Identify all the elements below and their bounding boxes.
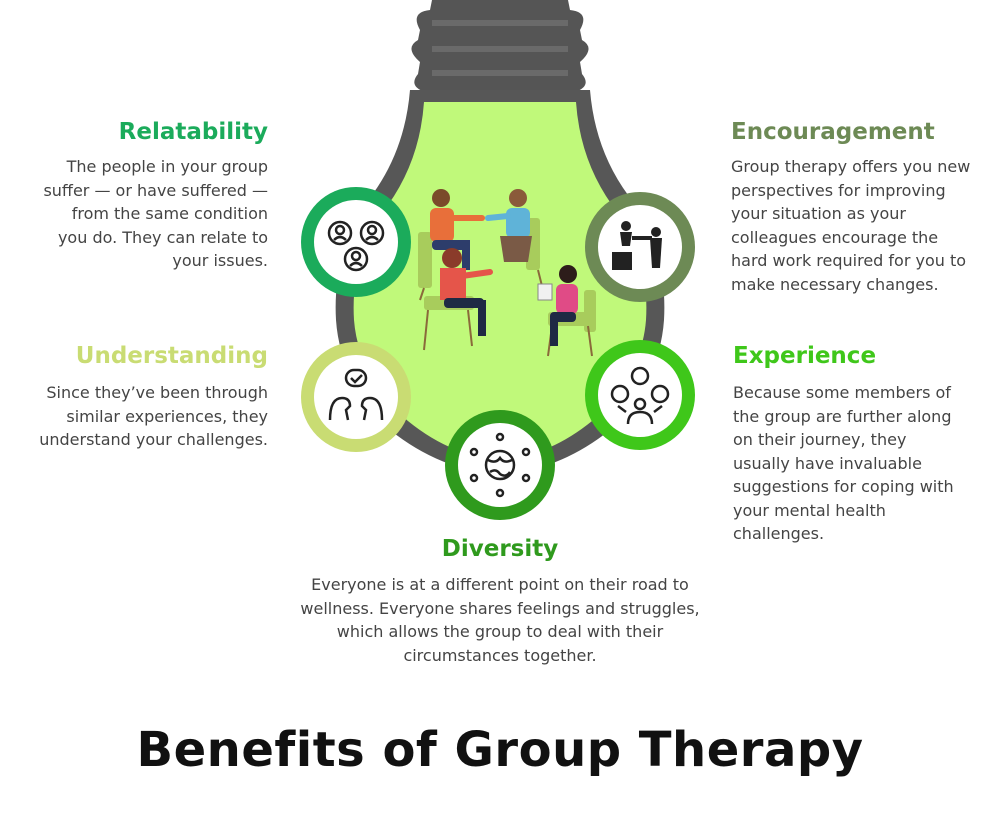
group-therapy-people-illustration: [418, 189, 596, 357]
relatability-title: Relatability: [118, 119, 268, 145]
connected-people-icon: [327, 220, 385, 272]
experience-circle: [585, 340, 695, 450]
encouragement-title: Encouragement: [731, 119, 935, 145]
diversity-text: Everyone is at a different point on thei…: [300, 575, 700, 665]
thumbs-up-person-icon: [610, 366, 670, 425]
understanding-text: Since they’ve been through similar exper…: [39, 383, 268, 449]
bulb-glass: [353, 102, 647, 460]
diversity-circle: [445, 410, 555, 520]
experience-title: Experience: [733, 343, 877, 369]
understanding-title: Understanding: [75, 343, 268, 369]
main-title: Benefits of Group Therapy: [136, 722, 864, 778]
experience-text: Because some members of the group are fu…: [733, 383, 954, 543]
understanding-circle: [301, 342, 411, 452]
encouragement-text: Group therapy offers you new perspective…: [731, 157, 971, 294]
conversation-heads-icon: [328, 368, 384, 421]
bulb-base: [411, 0, 589, 92]
relatability-circle: [301, 187, 411, 297]
encouragement-circle: [585, 192, 695, 302]
helping-hand-climb-icon: [612, 221, 662, 270]
diversity-title: Diversity: [441, 536, 559, 562]
relatability-text: The people in your group suffer — or hav…: [43, 157, 268, 270]
globe-people-icon: [469, 432, 531, 498]
